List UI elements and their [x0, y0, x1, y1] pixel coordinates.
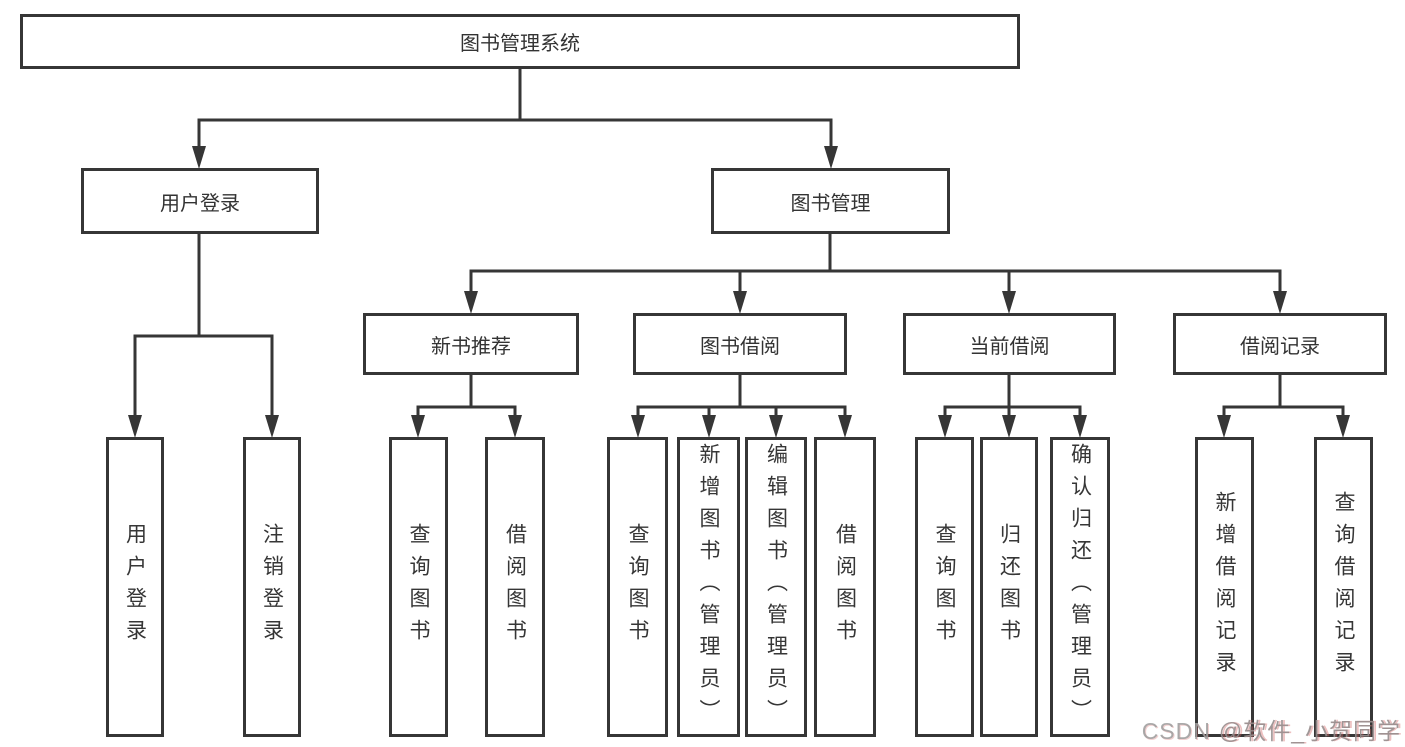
node-current-borrow-label: 当前借阅: [969, 335, 1050, 358]
leaf-borrow-query-books: 查询图书: [607, 437, 668, 737]
leaf-current-query-books-label: 查询图书: [933, 523, 956, 651]
node-book-borrow-label: 图书借阅: [700, 335, 780, 358]
watermark-brand: CSDN: [1141, 718, 1211, 744]
leaf-borrow-query-books-label: 查询图书: [626, 523, 649, 651]
node-new-book-recommend: 新书推荐: [363, 313, 579, 375]
node-borrow-records-label: 借阅记录: [1240, 335, 1320, 358]
leaf-recommend-query-books-label: 查询图书: [407, 523, 430, 651]
node-user-login-label: 用户登录: [160, 192, 240, 215]
leaf-user-login-label: 用户登录: [123, 523, 147, 651]
leaf-current-confirm-return-admin-label: 确认归还（管理员）: [1068, 443, 1092, 731]
node-book-borrow: 图书借阅: [633, 313, 847, 375]
leaf-current-return-books-label: 归还图书: [997, 523, 1021, 651]
leaf-borrow-add-books-admin-label: 新增图书（管理员）: [697, 443, 720, 731]
node-current-borrow: 当前借阅: [903, 313, 1116, 375]
leaf-records-query-record: 查询借阅记录: [1314, 437, 1373, 737]
leaf-records-add-record-label: 新增借阅记录: [1213, 491, 1236, 683]
watermark: CSDN @软件_小贺同学: [1142, 712, 1401, 746]
leaf-recommend-borrow-books: 借阅图书: [485, 437, 545, 737]
node-book-management: 图书管理: [711, 168, 950, 234]
watermark-handle: @软件_小贺同学: [1218, 718, 1401, 744]
leaf-logout: 注销登录: [243, 437, 301, 737]
leaf-borrow-borrow-books-label: 借阅图书: [833, 523, 857, 651]
node-new-book-recommend-label: 新书推荐: [431, 335, 511, 358]
node-user-login: 用户登录: [81, 168, 319, 234]
node-root-label: 图书管理系统: [460, 33, 580, 55]
leaf-logout-label: 注销登录: [260, 523, 284, 651]
arrow-down-icons: [128, 146, 1350, 438]
leaf-borrow-add-books-admin: 新增图书（管理员）: [677, 437, 740, 737]
leaf-current-return-books: 归还图书: [980, 437, 1038, 737]
leaf-borrow-borrow-books: 借阅图书: [814, 437, 876, 737]
leaf-borrow-edit-books-admin-label: 编辑图书（管理员）: [764, 443, 788, 731]
leaf-recommend-borrow-books-label: 借阅图书: [503, 523, 527, 651]
leaf-recommend-query-books: 查询图书: [389, 437, 448, 737]
node-book-management-label: 图书管理: [790, 192, 871, 215]
leaf-records-add-record: 新增借阅记录: [1195, 437, 1254, 737]
node-root: 图书管理系统: [20, 14, 1020, 69]
leaf-current-query-books: 查询图书: [915, 437, 974, 737]
leaf-user-login: 用户登录: [106, 437, 164, 737]
leaf-borrow-edit-books-admin: 编辑图书（管理员）: [745, 437, 807, 737]
leaf-current-confirm-return-admin: 确认归还（管理员）: [1050, 437, 1110, 737]
node-borrow-records: 借阅记录: [1173, 313, 1387, 375]
leaf-records-query-record-label: 查询借阅记录: [1332, 491, 1355, 683]
